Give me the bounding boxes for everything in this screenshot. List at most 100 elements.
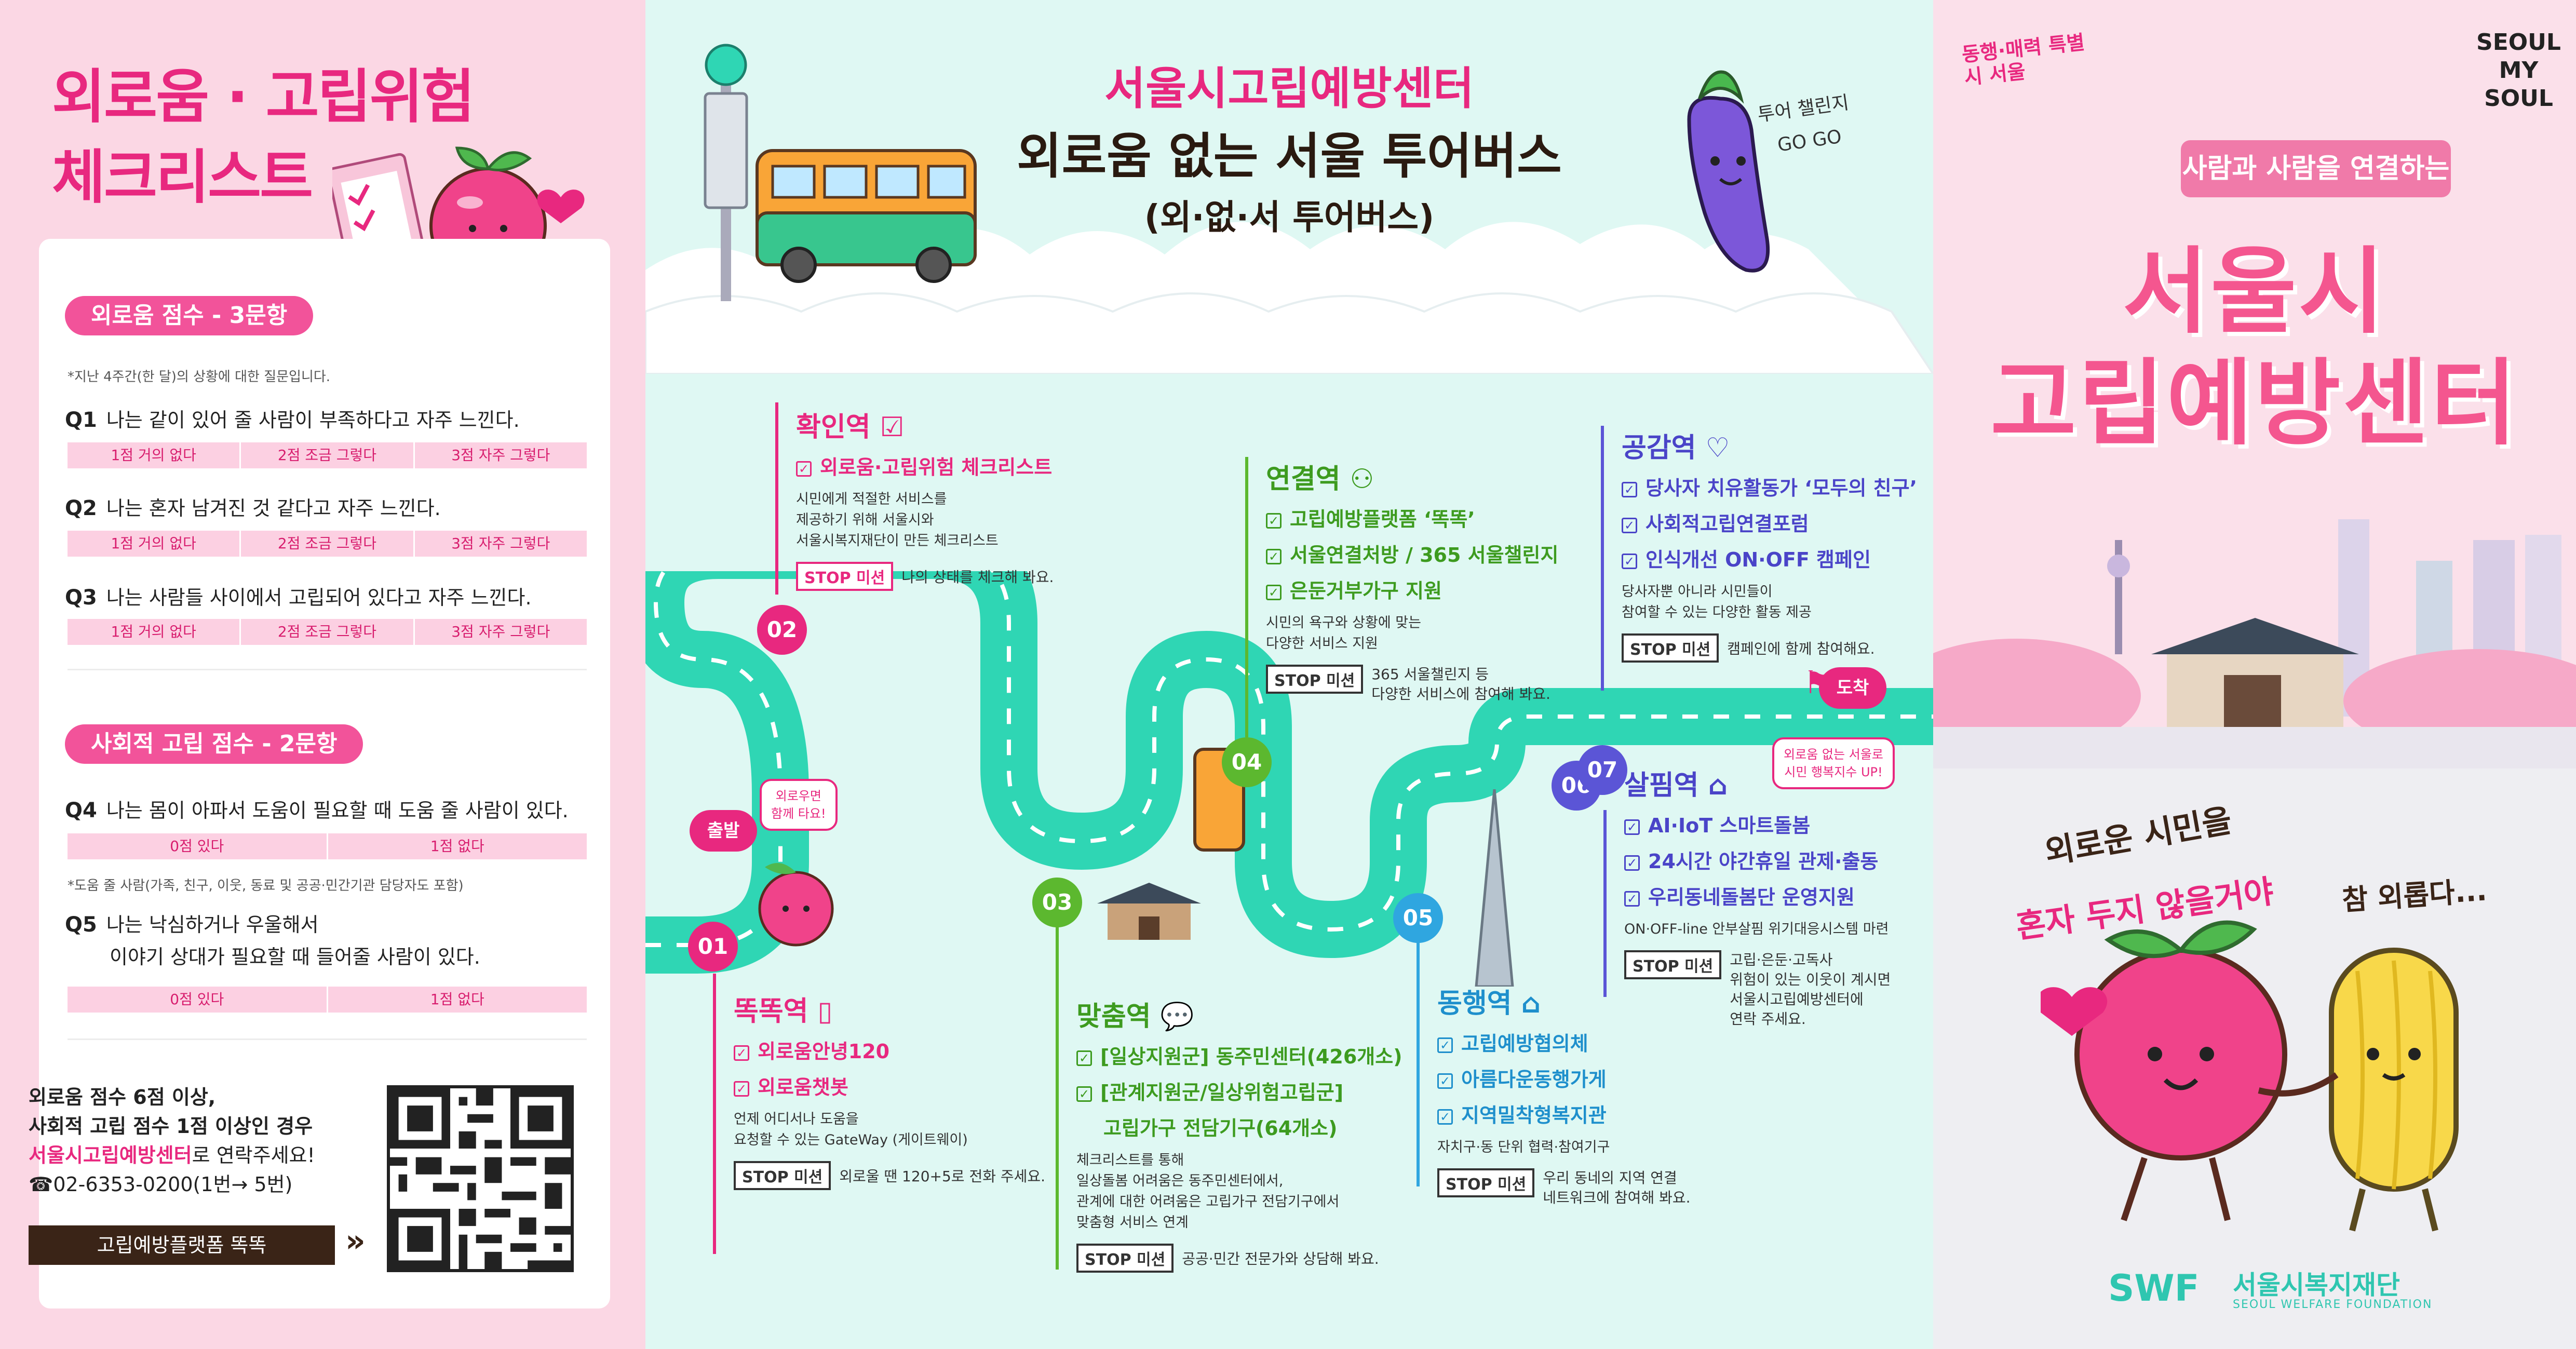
station-item: ✓아름다운동행가게 <box>1437 1063 1691 1092</box>
tour-bus-panel: 서울시고립예방센터 외로움 없는 서울 투어버스 (외·없·서 투어버스) 투어… <box>645 0 1933 1349</box>
station-item: ✓은둔거부가구 지원 <box>1266 575 1558 603</box>
checklist-title: 외로움 · 고립위험 체크리스트 <box>52 57 475 218</box>
contact-guide: 외로움 점수 6점 이상, 사회적 고립 점수 1점 이상인 경우 서울시고립예… <box>29 1083 315 1199</box>
station-line <box>1245 457 1248 737</box>
option-3[interactable]: 3점 자주 그렇다 <box>451 535 550 552</box>
station-name: 연결역 ⚇ <box>1266 464 1374 495</box>
station-number-04: 04 <box>1222 737 1272 787</box>
option-1[interactable]: 1점 없다 <box>430 991 484 1008</box>
station-number-07: 07 <box>1577 745 1627 795</box>
cover-panel <box>1933 0 2576 1349</box>
station-item: ✓서울연결처방 / 365 서울챌린지 <box>1266 539 1558 568</box>
option-2[interactable]: 2점 조금 그렇다 <box>241 531 415 557</box>
station-item: ✓고립예방협의체 <box>1437 1028 1691 1056</box>
period-note: *지난 4주간(한 달)의 상황에 대한 질문입니다. <box>68 369 331 385</box>
station-line <box>1601 426 1604 691</box>
station-item: ✓외로움안녕120 <box>734 1035 1045 1064</box>
station-item: ✓AI·IoT 스마트돌봄 <box>1624 810 1891 838</box>
station-item: ✓우리동네돌봄단 운영지원 <box>1624 881 1891 910</box>
station-item: ✓외로움·고립위험 체크리스트 <box>796 451 1054 480</box>
station-04: 연결역 ⚇ ✓고립예방플랫폼 ‘똑똑’ ✓서울연결처방 / 365 서울챌린지 … <box>1266 457 1558 704</box>
station-item: ✓[일상지원군] 동주민센터(426개소) <box>1076 1041 1402 1069</box>
station-item: ✓당사자 치유활동가 ‘모두의 친구’ <box>1622 472 1917 501</box>
contact-line2: 사회적 고립 점수 1점 이상인 경우 <box>29 1115 313 1138</box>
option-1[interactable]: 1점 거의 없다 <box>68 531 241 557</box>
station-number-05: 05 <box>1393 893 1443 943</box>
station-item: ✓외로움챗봇 <box>734 1071 1045 1100</box>
finish-flag-icon: ⚑ <box>1803 665 1831 701</box>
station-item: ✓고립예방플랫폼 ‘똑똑’ <box>1266 503 1558 532</box>
option-3[interactable]: 3점 자주 그렇다 <box>451 447 550 464</box>
start-tag: 출발 <box>690 810 757 852</box>
eggplant-character <box>1687 70 1770 273</box>
option-2[interactable]: 2점 조금 그렇다 <box>241 442 415 468</box>
divider <box>68 669 587 670</box>
option-0[interactable]: 0점 있다 <box>68 987 328 1013</box>
option-1[interactable]: 1점 없다 <box>430 838 484 855</box>
seoul-skyline-illustration <box>1933 519 2576 779</box>
station-name: 공감역 ♡ <box>1622 433 1730 464</box>
divider <box>68 1038 587 1040</box>
station-name: 동행역 ⌂ <box>1437 988 1541 1019</box>
station-name: 살핌역 ⌂ <box>1624 770 1728 801</box>
station-number-01: 01 <box>688 922 738 972</box>
heart-icon: ♡ <box>1705 433 1730 464</box>
checklist-title-line1: 외로움 · 고립위험 <box>52 63 475 131</box>
station-number-02: 02 <box>757 605 807 655</box>
station-number-03: 03 <box>1032 878 1082 927</box>
store-icon: ⌂ <box>1521 988 1541 1019</box>
station-05: 동행역 ⌂ ✓고립예방협의체 ✓아름다운동행가게 ✓지역밀착형복지관 자치구·동… <box>1437 981 1691 1208</box>
gate-landmark <box>1097 883 1201 940</box>
foundation-name-en: SEOUL WELFARE FOUNDATION <box>2233 1298 2433 1311</box>
contact-phone[interactable]: ☎02-6353-0200(1번→ 5번) <box>29 1173 293 1196</box>
cover-title-line1: 서울시 <box>2122 238 2387 346</box>
station-name: 똑똑역 ▯ <box>734 996 833 1027</box>
option-3[interactable]: 3점 자주 그렇다 <box>451 623 550 640</box>
question-5-options[interactable]: 0점 있다 1점 없다 <box>68 987 587 1013</box>
station-desc: ON·OFF-line 안부살핌 위기대응시스템 마련 <box>1624 921 1889 937</box>
tour-title-main: 외로움 없는 서울 투어버스 <box>1017 128 1562 185</box>
qr-code[interactable] <box>387 1085 574 1272</box>
foundation-name: 서울시복지재단 <box>2233 1270 2400 1300</box>
contact-line1: 외로움 점수 6점 이상, <box>29 1086 216 1109</box>
option-1[interactable]: 1점 거의 없다 <box>68 619 241 645</box>
station-line <box>1417 942 1420 1186</box>
question-4-options[interactable]: 0점 있다 1점 없다 <box>68 833 587 859</box>
peach-character <box>758 863 834 947</box>
station-name: 맞춤역 💬 <box>1076 1001 1194 1032</box>
station-desc: 자치구·동 단위 협력·참여기구 <box>1437 1139 1610 1155</box>
platform-button[interactable]: 고립예방플랫폼 똑똑 <box>29 1225 335 1265</box>
arrive-tag: 도착 <box>1819 667 1886 709</box>
station-item: ✓인식개선 ON·OFF 캠페인 <box>1622 544 1917 572</box>
people-icon: ⚇ <box>1350 464 1374 495</box>
option-1[interactable]: 1점 거의 없다 <box>68 442 241 468</box>
station-item: 고립가구 전담기구(64개소) <box>1103 1117 1338 1140</box>
option-0[interactable]: 0점 있다 <box>68 833 328 859</box>
bus-stop-illustration <box>704 44 977 301</box>
tour-route-road <box>645 571 1933 974</box>
station-line <box>713 974 716 1254</box>
checklist-panel: 외로움 · 고립위험 체크리스트 외로움 점수 - 3문항 *지난 4주간(한 … <box>0 0 645 1349</box>
option-2[interactable]: 2점 조금 그렇다 <box>241 619 415 645</box>
station-line <box>775 402 778 595</box>
station-03: 맞춤역 💬 ✓[일상지원군] 동주민센터(426개소) ✓[관계지원군/일상위험… <box>1076 994 1402 1273</box>
